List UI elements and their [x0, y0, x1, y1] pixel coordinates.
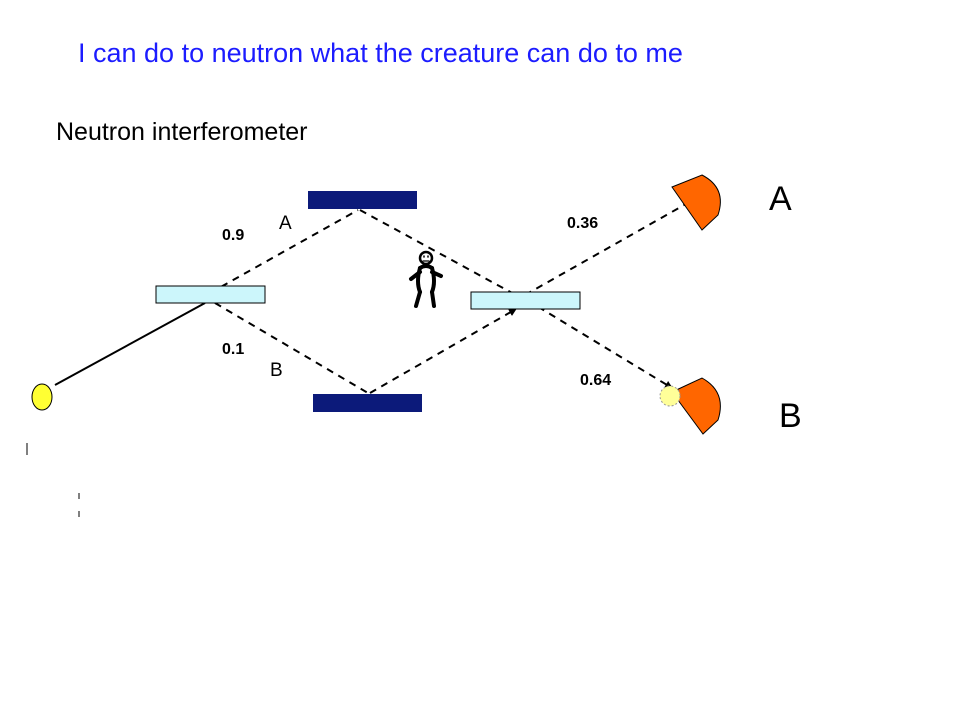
- amplitude-upper-arm: 0.9: [222, 227, 244, 244]
- detector-label-a: A: [769, 180, 792, 218]
- beam-paths: [209, 199, 694, 394]
- output-beam-b: [526, 299, 673, 389]
- path-label-b: B: [270, 360, 283, 381]
- faded-particle-icon: [659, 385, 681, 407]
- amplitude-detector-a: 0.36: [567, 215, 598, 232]
- detector-icon: [671, 174, 721, 231]
- lower-return-beam: [369, 308, 517, 394]
- second-beam-splitter: [470, 291, 581, 310]
- amplitude-detector-b: 0.64: [580, 372, 611, 389]
- output-beam-a: [524, 199, 694, 296]
- path-label-a: A: [279, 213, 292, 234]
- first-beam-splitter: [155, 285, 266, 304]
- detector-label-b: B: [779, 397, 802, 435]
- creature-icon: [409, 250, 443, 308]
- slide-title: I can do to neutron what the creature ca…: [78, 38, 683, 68]
- slide-subtitle: Neutron interferometer: [56, 118, 308, 146]
- lower-arm-beam: [214, 302, 369, 394]
- lower-mirror: [313, 394, 422, 412]
- amplitude-lower-arm: 0.1: [222, 341, 244, 358]
- incoming-beam: [54, 302, 206, 386]
- stray-marks: [26, 443, 80, 517]
- upper-arm-beam: [209, 209, 359, 294]
- neutron-source-icon: [31, 383, 53, 411]
- detector-icon: [671, 377, 721, 435]
- upper-return-beam: [359, 209, 526, 301]
- upper-mirror: [308, 191, 417, 209]
